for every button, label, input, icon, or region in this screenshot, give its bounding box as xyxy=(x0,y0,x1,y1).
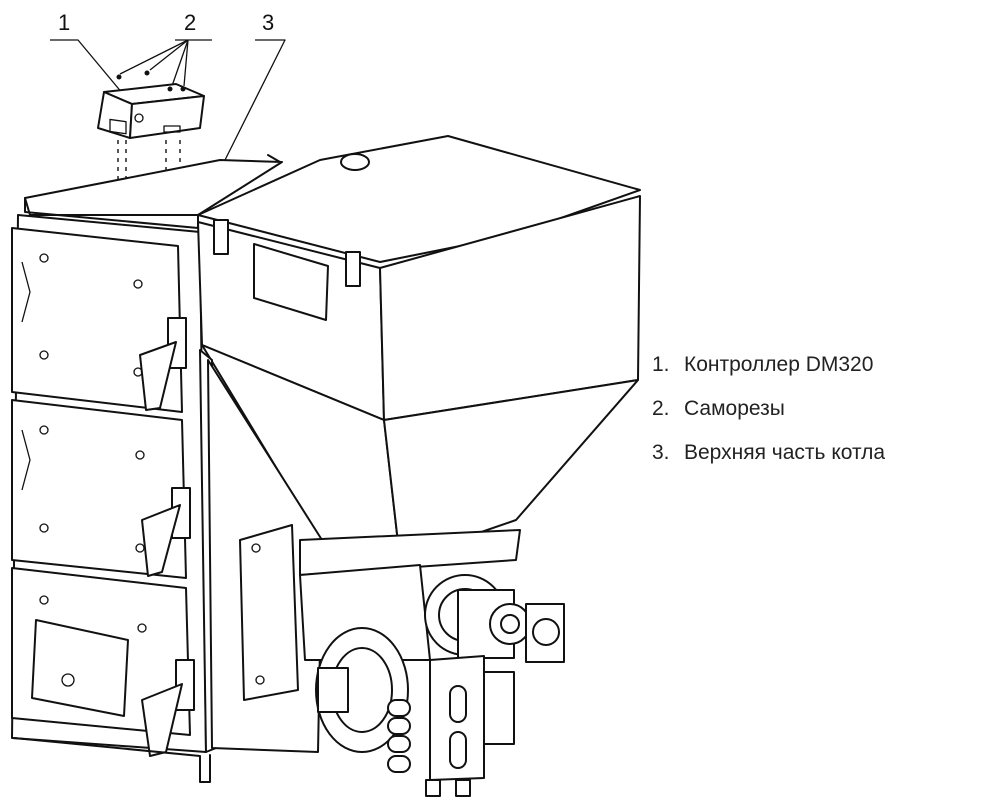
legend-label: Контроллер DM320 xyxy=(684,353,874,376)
legend-number: 2. xyxy=(652,397,670,420)
legend-label: Верхняя часть котла xyxy=(684,441,886,464)
callout-number-2: 2 xyxy=(184,10,196,35)
legend-item-controller: 1. Контроллер DM320 xyxy=(652,343,885,387)
legend: 1. Контроллер DM320 2. Саморезы 3. Верхняя … xyxy=(652,343,885,475)
legend-number: 1. xyxy=(652,353,670,376)
legend-number: 3. xyxy=(652,441,670,464)
fuel-hopper xyxy=(197,135,641,561)
controller-unit xyxy=(97,83,205,139)
burner-feeder-assembly xyxy=(239,524,565,797)
callout-leaders xyxy=(50,39,286,191)
callout-number-3: 3 xyxy=(262,10,274,35)
legend-label: Саморезы xyxy=(684,397,785,420)
legend-item-screws: 2. Саморезы xyxy=(652,387,885,431)
legend-item-boiler-top: 3. Верхняя часть котла xyxy=(652,431,885,475)
boiler-body xyxy=(11,159,283,783)
callout-number-1: 1 xyxy=(58,10,70,35)
